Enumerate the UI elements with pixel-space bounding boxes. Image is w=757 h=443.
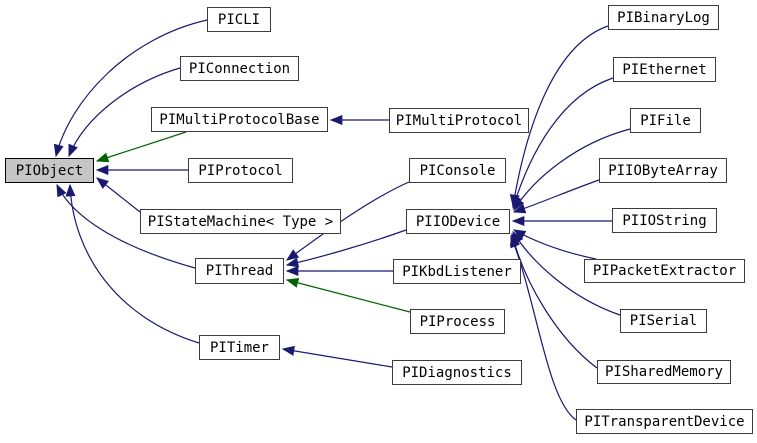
class-node-label: PIProtocol (198, 162, 283, 179)
class-node-label: PIConnection (188, 60, 291, 77)
class-node-label: PIConsole (419, 162, 496, 179)
edge-PISerial-to-PIIODevice (512, 230, 621, 316)
class-node-PIProcess[interactable]: PIProcess (410, 309, 505, 334)
class-node-label: PITimer (209, 339, 269, 356)
edge-PIFile-to-PIIODevice (513, 128, 631, 212)
edge-PIThread-to-PIObject (56, 183, 196, 269)
edge-PIIOByteArray-to-PIIODevice (512, 179, 600, 214)
class-node-PICLI[interactable]: PICLI (207, 7, 271, 32)
class-node-label: PIProcess (419, 313, 496, 330)
class-node-PIEthernet[interactable]: PIEthernet (613, 57, 716, 82)
class-node-PIIOString[interactable]: PIIOString (612, 208, 717, 233)
class-node-label: PIEthernet (622, 61, 707, 78)
class-node-PIDiagnostics[interactable]: PIDiagnostics (392, 360, 522, 385)
class-node-PISerial[interactable]: PISerial (620, 309, 707, 333)
class-node-label: PIStateMachine< Type > (147, 213, 334, 230)
class-node-label: PISharedMemory (604, 364, 723, 380)
class-node-label: PISerial (629, 313, 698, 329)
class-node-label: PIIOString (622, 212, 707, 229)
class-node-PIIODevice[interactable]: PIIODevice (406, 209, 510, 234)
class-node-PIIOByteArray[interactable]: PIIOByteArray (599, 158, 727, 183)
class-node-label: PITransparentDevice (584, 413, 745, 430)
class-node-label: PIThread (205, 263, 274, 279)
class-node-PITransparentDevice[interactable]: PITransparentDevice (576, 409, 753, 434)
edge-PISharedMemory-to-PIIODevice (509, 232, 598, 369)
class-node-PIKbdListener[interactable]: PIKbdListener (393, 259, 521, 284)
edge-PIMultiProtocolBase-to-PIObject (95, 131, 187, 163)
class-node-label: PIObject (15, 162, 84, 179)
class-node-label: PIKbdListener (402, 263, 512, 280)
class-node-PIConnection[interactable]: PIConnection (180, 56, 299, 81)
class-node-PIProtocol[interactable]: PIProtocol (188, 158, 293, 183)
class-node-PIBinaryLog[interactable]: PIBinaryLog (608, 5, 719, 30)
edge-PIBinaryLog-to-PIIODevice (509, 25, 609, 208)
edge-PIDiagnostics-to-PITimer (281, 345, 393, 368)
class-node-PIMultiProtocolBase[interactable]: PIMultiProtocolBase (151, 107, 328, 132)
class-node-label: PIBinaryLog (617, 9, 710, 26)
class-node-label: PIIODevice (415, 213, 501, 230)
class-node-label: PIIOByteArray (608, 162, 718, 179)
edge-PITimer-to-PIObject (65, 183, 200, 344)
edge-PIConnection-to-PIObject (68, 67, 181, 158)
edge-PIConsole-to-PIThread (285, 181, 410, 261)
class-node-label: PIDiagnostics (402, 364, 512, 381)
class-node-label: PIPacketExtractor (592, 263, 737, 279)
edge-PIStateMachine-to-PIObject (96, 177, 141, 213)
edge-PIEthernet-to-PIIODevice (511, 77, 614, 210)
class-node-PIFile[interactable]: PIFile (630, 108, 701, 133)
edge-PICLI-to-PIObject (53, 19, 208, 158)
class-node-PIThread[interactable]: PIThread (195, 258, 284, 284)
class-node-PIMultiProtocol[interactable]: PIMultiProtocol (389, 108, 529, 133)
class-node-PIObject: PIObject (5, 158, 94, 183)
class-node-PIPacketExtractor[interactable]: PIPacketExtractor (584, 259, 745, 283)
class-node-PITimer[interactable]: PITimer (199, 335, 280, 360)
edge-PIPacketExtractor-to-PIIODevice (512, 229, 597, 260)
class-node-PISharedMemory[interactable]: PISharedMemory (597, 360, 731, 384)
edge-PIProcess-to-PIThread (285, 277, 411, 313)
edge-PIIODevice-to-PIThread (285, 229, 407, 268)
class-node-label: PIMultiProtocolBase (159, 111, 320, 128)
class-node-label: PIMultiProtocol (395, 112, 523, 129)
class-node-PIStateMachine[interactable]: PIStateMachine< Type > (140, 209, 341, 234)
class-node-PIConsole[interactable]: PIConsole (409, 158, 506, 183)
class-node-label: PICLI (217, 11, 261, 28)
class-node-label: PIFile (640, 112, 691, 129)
